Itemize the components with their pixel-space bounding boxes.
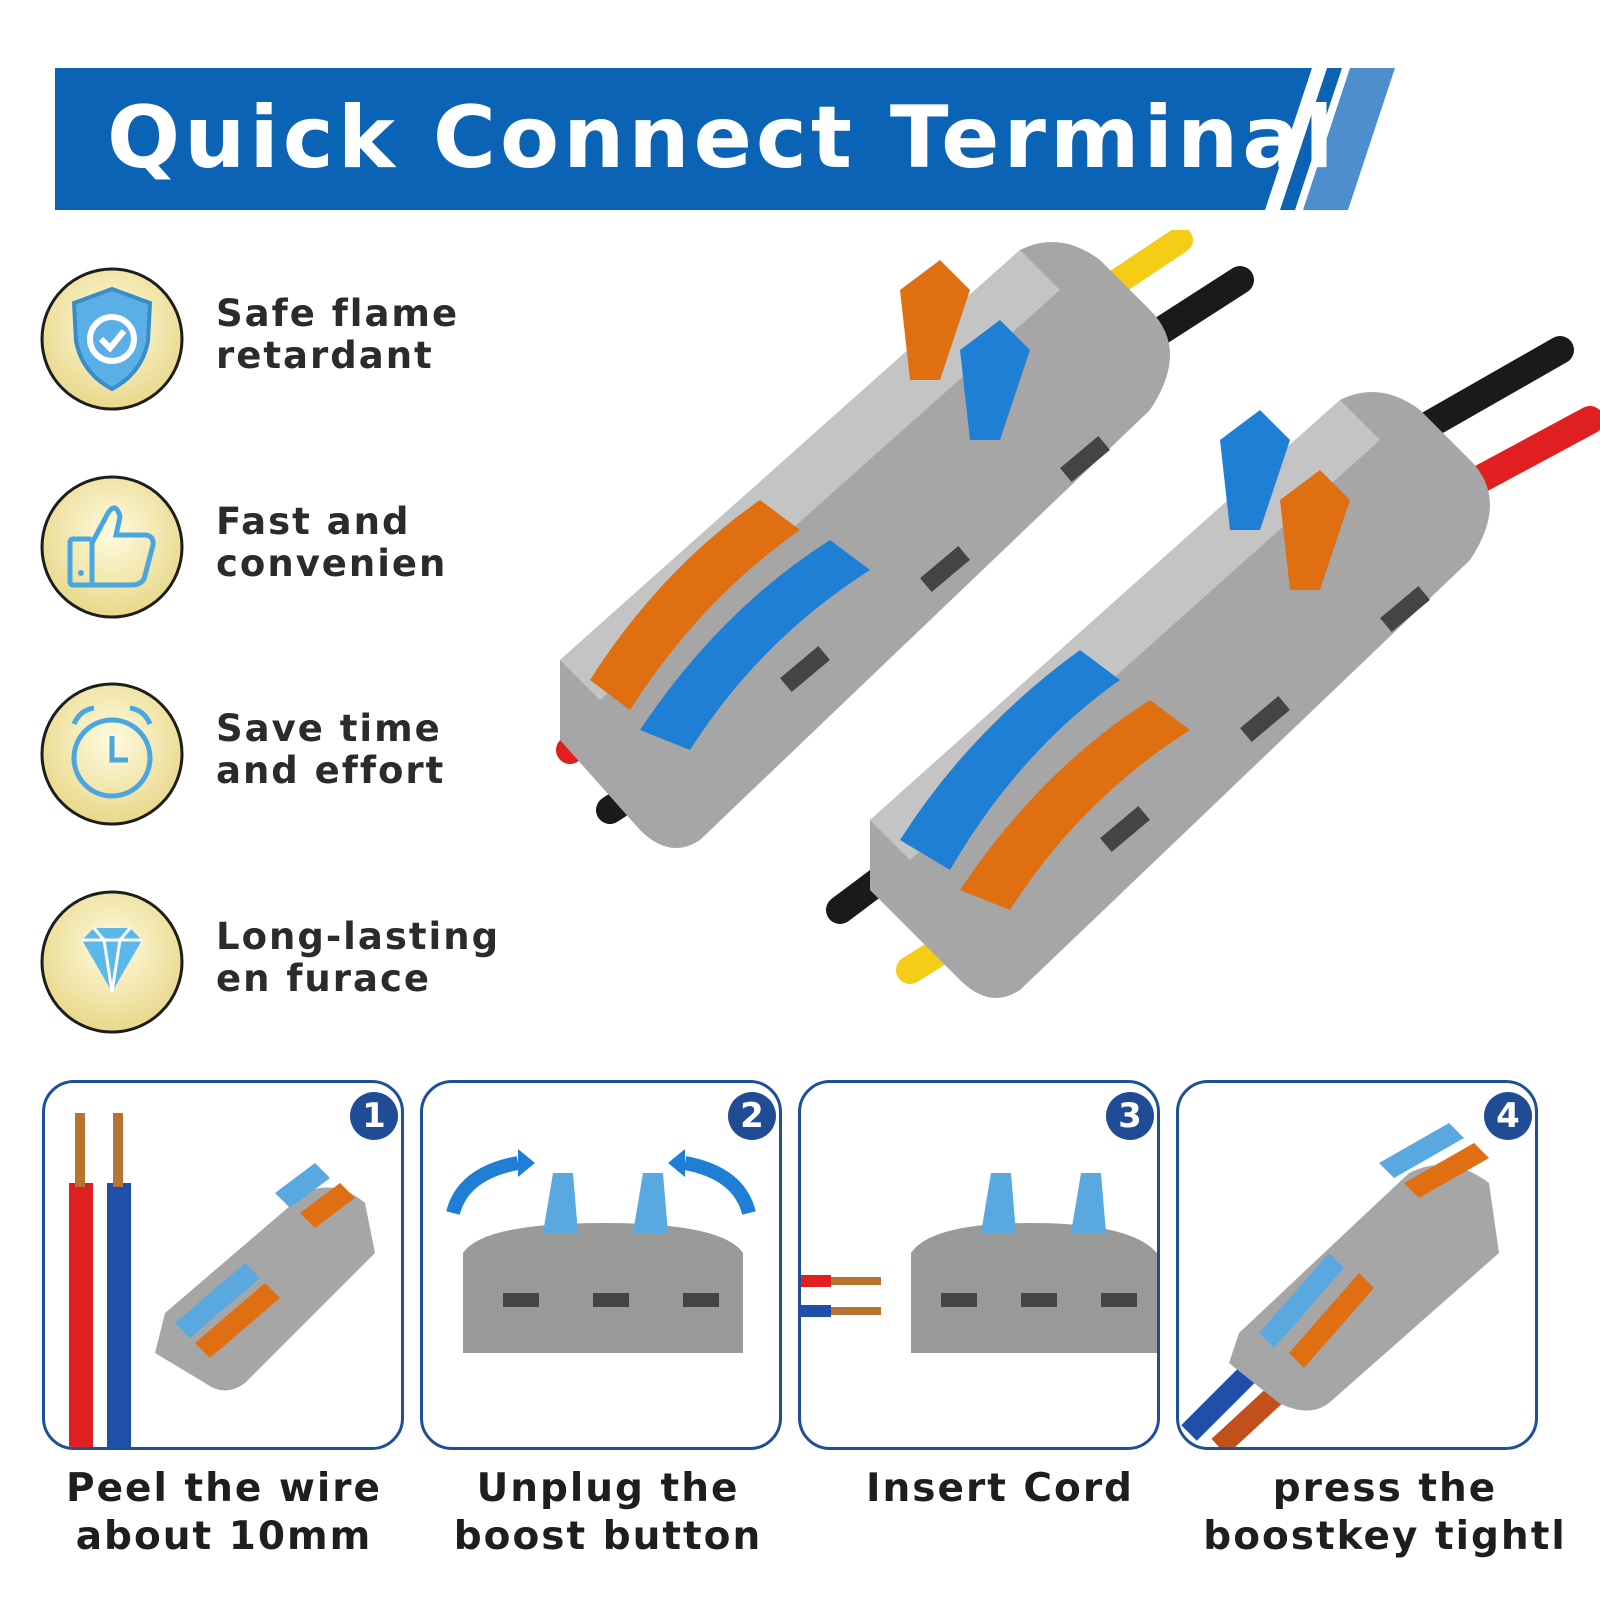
banner-stripe [1303,68,1395,210]
peel-wire-illustration [69,1113,375,1447]
thumbs-up-icon [40,475,184,619]
press-boostkey-illustration [1181,1123,1499,1447]
blue-lever [960,320,1030,440]
black-wire [1406,336,1574,444]
blue-lever [640,540,870,750]
blue-lever [900,650,1120,870]
step-panel-1: 1 [42,1080,404,1450]
step-frame [1176,1080,1538,1450]
unplug-button-illustration [446,1149,756,1353]
step-panel-4: 4 [1176,1080,1538,1450]
step-frame [798,1080,1160,1450]
step-panel-2: 2 [420,1080,782,1450]
orange-lever [900,260,970,380]
step-number-badge: 4 [1484,1092,1532,1140]
connector-left [560,242,1170,848]
alarm-clock-icon [40,682,184,826]
step-number-badge: 2 [728,1092,776,1140]
connector-right [870,392,1490,998]
diamond-icon [40,890,184,1034]
connector-illustration [556,230,1600,998]
step-number-badge: 1 [350,1092,398,1140]
header-banner: Quick Connect Terminal [55,68,1395,210]
step-frame [42,1080,404,1450]
blue-lever [1220,410,1290,530]
step-number-badge: 3 [1106,1092,1154,1140]
step-panel-3: 3 [798,1080,1160,1450]
shield-check-icon [40,267,184,411]
orange-lever [960,700,1190,910]
orange-lever [590,500,800,710]
step-caption-3: Insert Cord [866,1466,1134,1511]
page-title: Quick Connect Terminal [107,88,1338,188]
insert-cord-illustration [801,1173,1157,1353]
orange-lever [1280,470,1350,590]
banner-shape [55,68,1342,210]
step-frame [420,1080,782,1450]
